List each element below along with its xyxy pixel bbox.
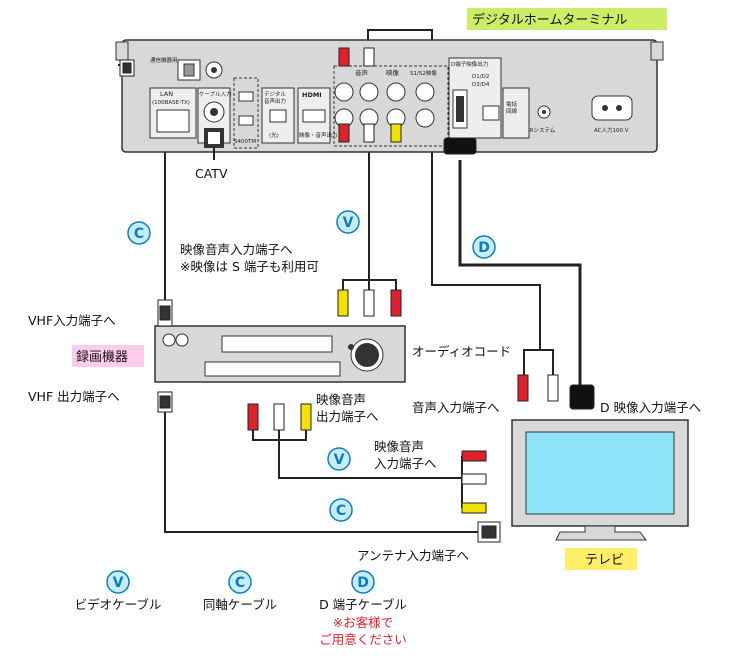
audio-cord (367, 29, 541, 350)
marker-c-lower: C (329, 498, 353, 522)
cables (118, 29, 582, 533)
port-label-d-out: D端子映像出力 (451, 60, 488, 68)
svg-text:C: C (235, 575, 245, 591)
marker-v-lower: V (327, 447, 351, 471)
tv-label: テレビ (585, 553, 624, 568)
label-av-in-tv-1: 映像音声 (374, 439, 424, 454)
port-label-d-modes-2: D3/D4 (472, 82, 490, 88)
port-label-digital-audio-2: 音声出力 (264, 97, 286, 105)
tv-device (511, 419, 689, 541)
port-label-lan: LAN (160, 90, 173, 98)
phone-port[interactable]: 電話 回線 (482, 87, 530, 139)
port-label-tuner: 通信機器用 (150, 56, 178, 64)
recorder-badge: 録画機器 (72, 345, 144, 367)
svg-text:C: C (336, 503, 346, 519)
legend-note-2: ご用意ください (319, 632, 407, 647)
recorder-device (154, 325, 406, 383)
svg-text:V: V (334, 452, 345, 468)
label-av-in-tv-2: 入力端子へ (374, 456, 437, 471)
av-output-ports[interactable]: 音声 映像 S1/S2映像 (333, 65, 449, 147)
svg-text:D 端子ケーブル: D 端子ケーブル (319, 597, 407, 612)
recorder-label: 録画機器 (76, 350, 128, 365)
label-av-out-2: 出力端子へ (316, 409, 379, 424)
port-label-optical: (光) (269, 131, 279, 139)
label-av-out-1: 映像音声 (316, 392, 366, 407)
port-label-ac: AC入力100 V (594, 126, 629, 134)
svg-text:D: D (478, 240, 490, 256)
label-vhf-in: VHF入力端子へ (28, 313, 116, 328)
port-label-hdmi-sub: 映像・音声出力 (299, 131, 338, 139)
port-label-phone-2: 回線 (506, 107, 518, 115)
port-label-ieee: S400TM (234, 139, 256, 145)
port-label-hdmi: HDMI (302, 91, 322, 99)
svg-text:V: V (113, 575, 124, 591)
ieee-ports[interactable]: S400TM (233, 77, 259, 149)
label-antenna-in: アンテナ入力端子へ (357, 548, 469, 563)
svg-text:C: C (134, 226, 144, 242)
port-label-video: 映像 (386, 68, 400, 77)
port-label-digital-audio: デジタル (264, 90, 286, 98)
catv-label: CATV (195, 166, 228, 181)
legend-note-1: ※お客様で (333, 615, 393, 630)
ir-port[interactable]: IRシステム (528, 105, 556, 134)
digital-home-terminal: 通信機器用 LAN (100BASE-TX) ケーブル入力 S40 (115, 39, 664, 153)
legend-item-video-cable: V ビデオケーブル (75, 570, 162, 612)
legend-item-coax-cable: C 同軸ケーブル (203, 570, 277, 612)
svg-text:D: D (357, 575, 369, 591)
tv-connectors (461, 374, 595, 543)
port-label-lan-sub: (100BASE-TX) (152, 100, 190, 106)
marker-c-upper: C (127, 221, 151, 245)
port-label-phone: 電話 (506, 100, 518, 108)
terminal-label: デジタルホームターミナル (472, 12, 627, 28)
label-audio-in: 音声入力端子へ (412, 400, 500, 415)
marker-v-upper: V (336, 210, 360, 234)
svg-text:同軸ケーブル: 同軸ケーブル (203, 597, 277, 612)
tuner-out-port[interactable]: 通信機器用 (150, 56, 223, 81)
label-vhf-out: VHF 出力端子へ (28, 389, 120, 404)
port-label-cable-in: ケーブル入力 (199, 90, 232, 98)
legend-item-d-cable: D D 端子ケーブル ※お客様で ご用意ください (319, 570, 407, 647)
coax-cable-lower (164, 410, 478, 533)
tv-badge: テレビ (565, 548, 637, 570)
vcr-connectors (157, 289, 402, 431)
marker-d-upper: D (472, 235, 496, 259)
terminal-badge: デジタルホームターミナル (467, 8, 667, 30)
svg-text:ビデオケーブル: ビデオケーブル (75, 597, 162, 612)
lan-port[interactable]: LAN (100BASE-TX) (149, 87, 197, 139)
label-av-in-vcr-2: ※映像は S 端子も利用可 (180, 259, 319, 274)
hdmi-port[interactable]: HDMI 映像・音声出力 (297, 87, 338, 144)
legend: V ビデオケーブル C 同軸ケーブル D D 端子ケーブル ※お客様で ご用意く… (75, 570, 407, 647)
ac-port[interactable]: AC入力100 V (591, 95, 633, 134)
cable-in-port[interactable]: ケーブル入力 (197, 87, 232, 148)
catv-line: CATV (195, 148, 228, 181)
port-label-audio: 音声 (355, 68, 369, 77)
label-av-in-vcr-1: 映像音声入力端子へ (180, 242, 293, 257)
d-terminal-cable (458, 160, 582, 385)
digital-audio-port[interactable]: デジタル 音声出力 (光) (261, 87, 295, 144)
port-label-s-video: S1/S2映像 (410, 69, 437, 77)
port-label-ir: IRシステム (528, 127, 556, 134)
label-d-video-in: D 映像入力端子へ (600, 400, 701, 415)
port-label-d-modes: D1/D2 (472, 74, 489, 80)
d-out-port[interactable]: D端子映像出力 D1/D2 D3/D4 (448, 57, 502, 139)
terminal-plugs (119, 47, 477, 155)
label-audio-cord: オーディオコード (412, 344, 511, 359)
video-cable-lower (278, 430, 462, 479)
svg-text:V: V (343, 215, 354, 231)
